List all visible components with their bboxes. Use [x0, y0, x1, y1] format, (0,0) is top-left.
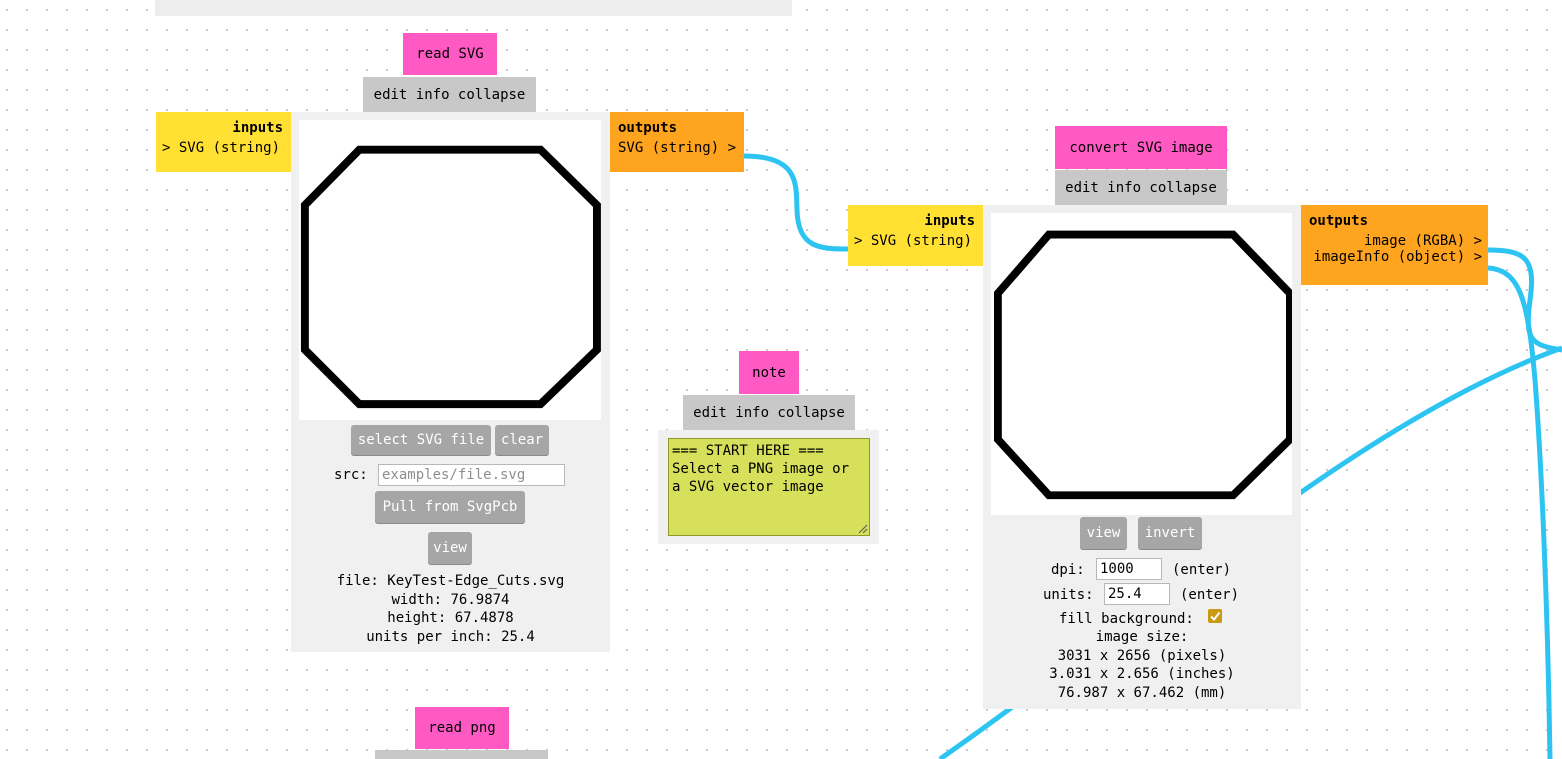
file-width: width: 76.9874 [391, 591, 510, 608]
units-input[interactable]: 25.4 [1104, 583, 1170, 605]
octagon-preview-image [300, 145, 601, 409]
image-size-pixels: 3031 x 2656 (pixels) [1057, 647, 1227, 664]
src-input[interactable]: examples/file.svg [378, 464, 565, 486]
inputs-label: inputs [232, 120, 283, 136]
dpi-label: dpi: [1051, 562, 1085, 578]
image-size-mm: 76.987 x 67.462 (mm) [1057, 684, 1227, 701]
wire-image-out[interactable] [1487, 247, 1562, 353]
view-button[interactable]: view [1080, 517, 1127, 549]
inputs-label: inputs [924, 213, 975, 229]
units-value: 25.4 [1108, 586, 1142, 602]
module-panel-top [155, 0, 792, 16]
units-enter-hint: (enter) [1180, 587, 1240, 603]
src-label: src: [334, 467, 368, 483]
read-svg-inputs: inputs > SVG (string) [156, 112, 291, 172]
fill-background-label: fill background: [1059, 611, 1194, 627]
note-text-line-1: === START HERE === [672, 443, 824, 459]
read-svg-panel: select SVG file clear src: examples/file… [291, 112, 610, 652]
octagon-preview-image [993, 230, 1294, 500]
file-units: units per inch: 25.4 [366, 628, 535, 645]
convert-svg-inputs: inputs > SVG (string) [848, 205, 983, 266]
convert-svg-title[interactable]: convert SVG image [1055, 126, 1227, 169]
outputs-label: outputs [618, 120, 678, 136]
wire-svg-to-convert[interactable] [743, 153, 849, 252]
file-height: height: 67.4878 [387, 610, 514, 626]
input-port-svg[interactable]: > SVG (string) [162, 140, 281, 156]
dpi-enter-hint: (enter) [1172, 562, 1232, 578]
note-text-line-2: Select a PNG image or [672, 461, 850, 477]
outputs-label: outputs [1309, 213, 1369, 229]
invert-button[interactable]: invert [1138, 517, 1202, 549]
wire-imageinfo-out[interactable] [1487, 265, 1553, 759]
convert-svg-panel: view invert dpi: 1000 (enter) units: 25.… [983, 205, 1301, 709]
checkmark-icon [1210, 611, 1221, 622]
file-info: file: KeyTest-Edge_Cuts.svg width: 76.98… [291, 572, 610, 646]
select-svg-file-button[interactable]: select SVG file [351, 425, 491, 455]
output-port-image[interactable]: image (RGBA) > [1363, 233, 1482, 249]
read-svg-controls[interactable]: edit info collapse [363, 77, 536, 112]
image-size-label: image size: [1095, 629, 1189, 645]
image-size-inches: 3.031 x 2.656 (inches) [1049, 666, 1235, 682]
note-textarea[interactable]: === START HERE === Select a PNG image or… [668, 438, 870, 536]
resize-handle-icon[interactable] [858, 524, 868, 534]
read-png-controls[interactable] [375, 750, 548, 759]
fill-background-checkbox[interactable] [1208, 609, 1222, 623]
svg-preview [299, 120, 601, 420]
input-port-svg[interactable]: > SVG (string) [854, 233, 973, 249]
note-text-line-3: a SVG vector image [672, 479, 824, 495]
output-port-svg[interactable]: SVG (string) > [618, 140, 737, 156]
clear-button[interactable]: clear [495, 425, 549, 455]
note-controls[interactable]: edit info collapse [683, 395, 855, 430]
src-placeholder: examples/file.svg [382, 467, 526, 483]
note-title[interactable]: note [739, 351, 799, 394]
convert-svg-controls[interactable]: edit info collapse [1055, 170, 1227, 205]
convert-svg-outputs: outputs image (RGBA) > imageInfo (object… [1301, 205, 1488, 285]
dpi-value: 1000 [1100, 561, 1134, 577]
note-panel: === START HERE === Select a PNG image or… [658, 430, 879, 544]
pull-from-svgpcb-button[interactable]: Pull from SvgPcb [375, 491, 525, 523]
read-svg-title[interactable]: read SVG [403, 33, 497, 75]
read-png-title[interactable]: read png [415, 707, 509, 749]
file-name: file: KeyTest-Edge_Cuts.svg [336, 573, 565, 589]
dpi-input[interactable]: 1000 [1096, 558, 1162, 580]
image-preview [991, 213, 1294, 515]
read-svg-outputs: outputs SVG (string) > [610, 112, 744, 172]
units-label: units: [1043, 587, 1094, 603]
view-button[interactable]: view [428, 532, 472, 564]
image-size-info: image size: 3031 x 2656 (pixels) 3.031 x… [983, 628, 1301, 702]
output-port-imageinfo[interactable]: imageInfo (object) > [1313, 249, 1482, 265]
